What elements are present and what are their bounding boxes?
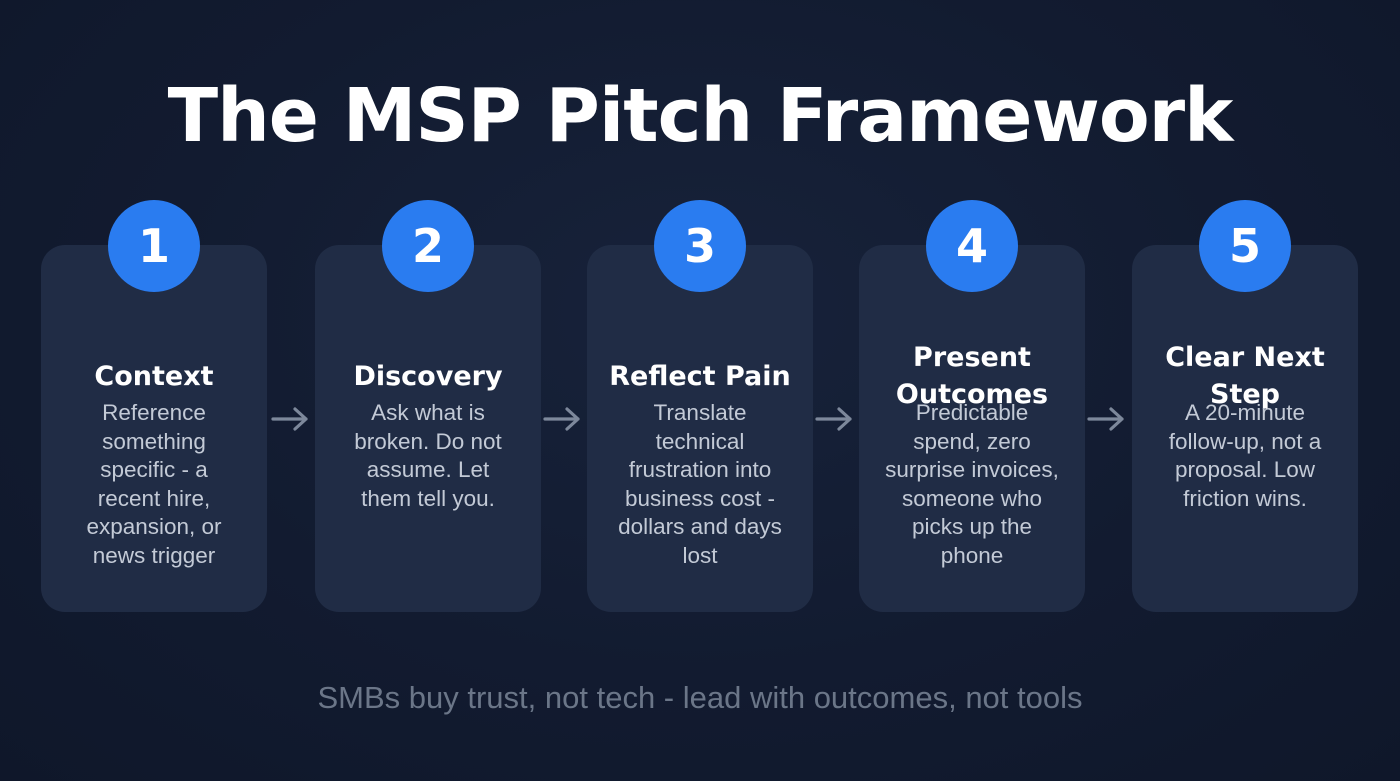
step-description-line: friction wins. [1183,485,1307,511]
step-description-line: business cost - [624,485,776,511]
arrow-right-icon [1087,407,1124,431]
step-description-line: surprise invoices, [885,457,1059,482]
step-number-badge-1: 1 [108,200,200,292]
step-description-line: specific - a [100,457,208,482]
step-description-line: proposal. Low [1174,457,1316,482]
step-description-line: dollars and days [618,514,782,539]
step-description: Translate technical frustration into bus… [587,399,813,570]
step-description: Ask what is broken. Do not assume. Let t… [315,399,541,513]
arrow-right-icon [271,407,308,431]
step-title-line: Step [1210,379,1280,410]
step-card-4: Present Outcomes Predictable spend, zero… [859,245,1085,612]
step-description: A 20-minute follow-up, not a proposal. L… [1132,399,1358,513]
step-title-line: Clear Next [1165,342,1325,373]
step-title-line: Discovery [353,360,503,392]
step-card-5: Clear Next Step A 20-minute follow-up, n… [1132,245,1358,612]
step-description-line: them tell you. [361,485,495,511]
step-description-line: frustration into [628,457,772,482]
step-number-badge-2: 2 [382,200,474,292]
step-number-badge-3: 3 [654,200,746,292]
step-description-line: A 20-minute [1184,400,1306,425]
step-description-line: expansion, or [86,514,222,539]
step-title-line: Context [94,360,214,392]
step-title-line: Present [913,342,1031,373]
step-description: Reference something specific - a recent … [41,399,267,570]
step-title-line: Outcomes [895,379,1049,410]
step-card-1: Context Reference something specific - a… [41,245,267,612]
step-description-line: something [102,428,206,454]
step-description-line: spend, zero [913,428,1031,454]
arrow-right-icon [543,407,580,431]
step-title: Present Outcomes [867,339,1077,413]
step-number-badge-5: 5 [1199,200,1291,292]
step-description-line: recent hire, [97,485,211,511]
step-title: Discovery [323,358,533,395]
step-description-line: Predictable [915,400,1029,425]
step-description-line: assume. Let [366,457,490,482]
step-description-line: Ask what is [371,400,485,425]
step-description-line: technical [655,428,745,454]
step-description-line: someone who [901,485,1043,511]
page-title: The MSP Pitch Framework [167,73,1234,159]
step-description-line: Reference [102,400,206,425]
step-card-2: Discovery Ask what is broken. Do not ass… [315,245,541,612]
arrow-right-icon [815,407,852,431]
step-title: Reflect Pain [595,358,805,395]
step-description-line: picks up the [911,514,1033,539]
step-description-line: broken. Do not [354,428,502,454]
step-description-line: lost [682,542,718,568]
step-description-line: Translate [653,400,747,425]
step-description: Predictable spend, zero surprise invoice… [859,399,1085,570]
step-description-line: follow-up, not a [1168,428,1322,454]
step-title: Context [49,358,259,395]
step-title: Clear Next Step [1140,339,1350,413]
step-card-3: Reflect Pain Translate technical frustra… [587,245,813,612]
step-description-line: news trigger [92,542,216,568]
footer-tagline: SMBs buy trust, not tech - lead with out… [317,680,1083,715]
step-description-line: phone [940,542,1004,568]
step-title-line: Reflect Pain [609,360,791,392]
step-number-badge-4: 4 [926,200,1018,292]
